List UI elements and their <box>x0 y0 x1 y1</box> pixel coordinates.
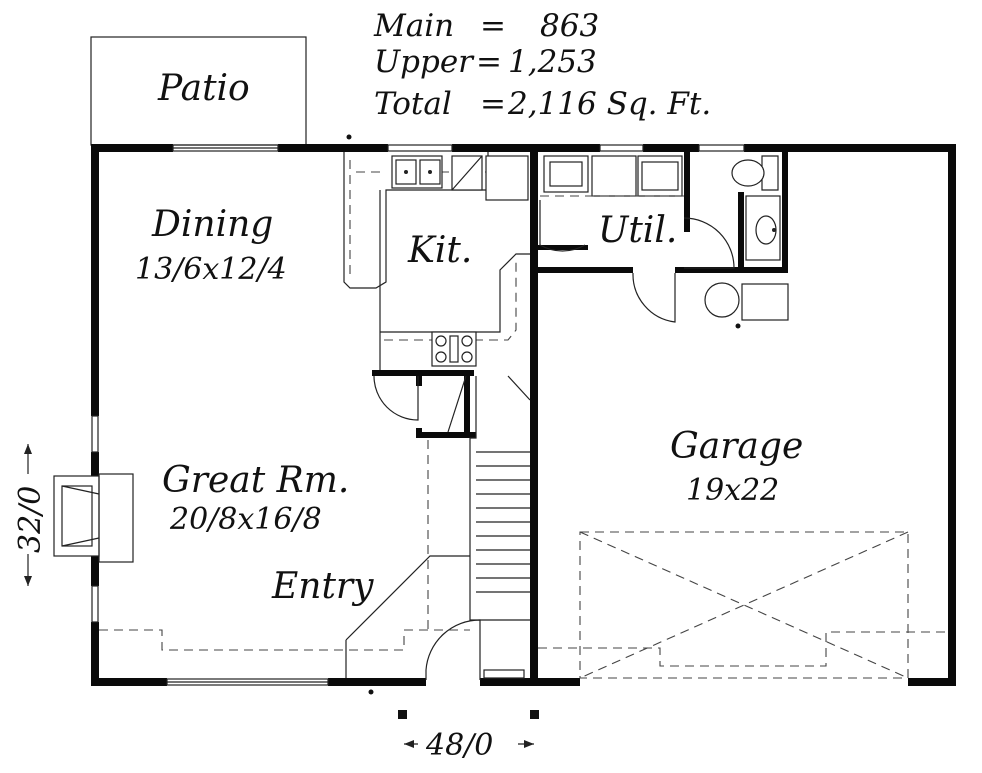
great-room-label: Great Rm. <box>162 460 349 501</box>
garage-label: Garage <box>670 426 803 467</box>
garage-size: 19x22 <box>686 473 779 508</box>
bath-fixtures <box>731 155 781 261</box>
width-dimension-label: 48/0 <box>425 728 493 763</box>
great-room-size: 20/8x16/8 <box>169 502 322 537</box>
dryer-icon <box>637 155 683 197</box>
main-area-value: 863 <box>540 8 599 44</box>
upper-area-equals: = <box>476 44 502 80</box>
patio: Patio <box>90 36 307 146</box>
room-labels: Dining 13/6x12/4 Kit. Util. Great Rm. 20… <box>135 204 803 607</box>
exterior-walls <box>91 144 956 686</box>
main-area-equals: = <box>480 8 506 44</box>
upper-floor-outline <box>99 629 948 667</box>
utility-fixtures <box>539 155 789 329</box>
kitchen-fixtures <box>343 152 530 370</box>
depth-dimension-label: 32/0 <box>13 486 48 553</box>
washer-icon <box>591 155 637 197</box>
range-icon <box>431 331 477 367</box>
hose-bib-icon <box>346 134 352 140</box>
stair-area <box>345 375 531 678</box>
entry-label: Entry <box>271 566 374 607</box>
windows <box>91 144 745 686</box>
kitchen-label: Kit. <box>407 230 472 271</box>
total-area-label: Total <box>374 86 452 122</box>
dining-size: 13/6x12/4 <box>135 252 287 287</box>
garage-door <box>579 531 909 679</box>
total-area-equals: = <box>480 86 506 122</box>
width-dimension: 48/0 <box>398 710 539 763</box>
total-area-value: 2,116 Sq. Ft. <box>507 86 711 122</box>
furnace-icon <box>741 283 789 321</box>
stair-treads <box>476 451 530 593</box>
interior-walls <box>372 152 788 678</box>
depth-dimension: 32/0 <box>13 444 48 586</box>
vanity-icon <box>745 195 781 261</box>
area-summary: Main = 863 Upper = 1,253 Total = 2,116 S… <box>373 8 711 122</box>
main-area-label: Main <box>373 8 454 44</box>
patio-label: Patio <box>157 68 250 109</box>
toilet-icon <box>731 159 765 187</box>
water-heater-icon <box>704 282 740 318</box>
utility-label: Util. <box>598 210 677 251</box>
sink-icon <box>391 155 443 189</box>
hose-bib-icon <box>368 689 374 695</box>
fireplace <box>53 473 134 563</box>
refrigerator-icon <box>485 155 529 201</box>
upper-area-label: Upper <box>374 44 475 80</box>
dining-label: Dining <box>151 204 273 245</box>
upper-area-value: 1,253 <box>508 44 597 80</box>
front-door <box>425 619 525 680</box>
